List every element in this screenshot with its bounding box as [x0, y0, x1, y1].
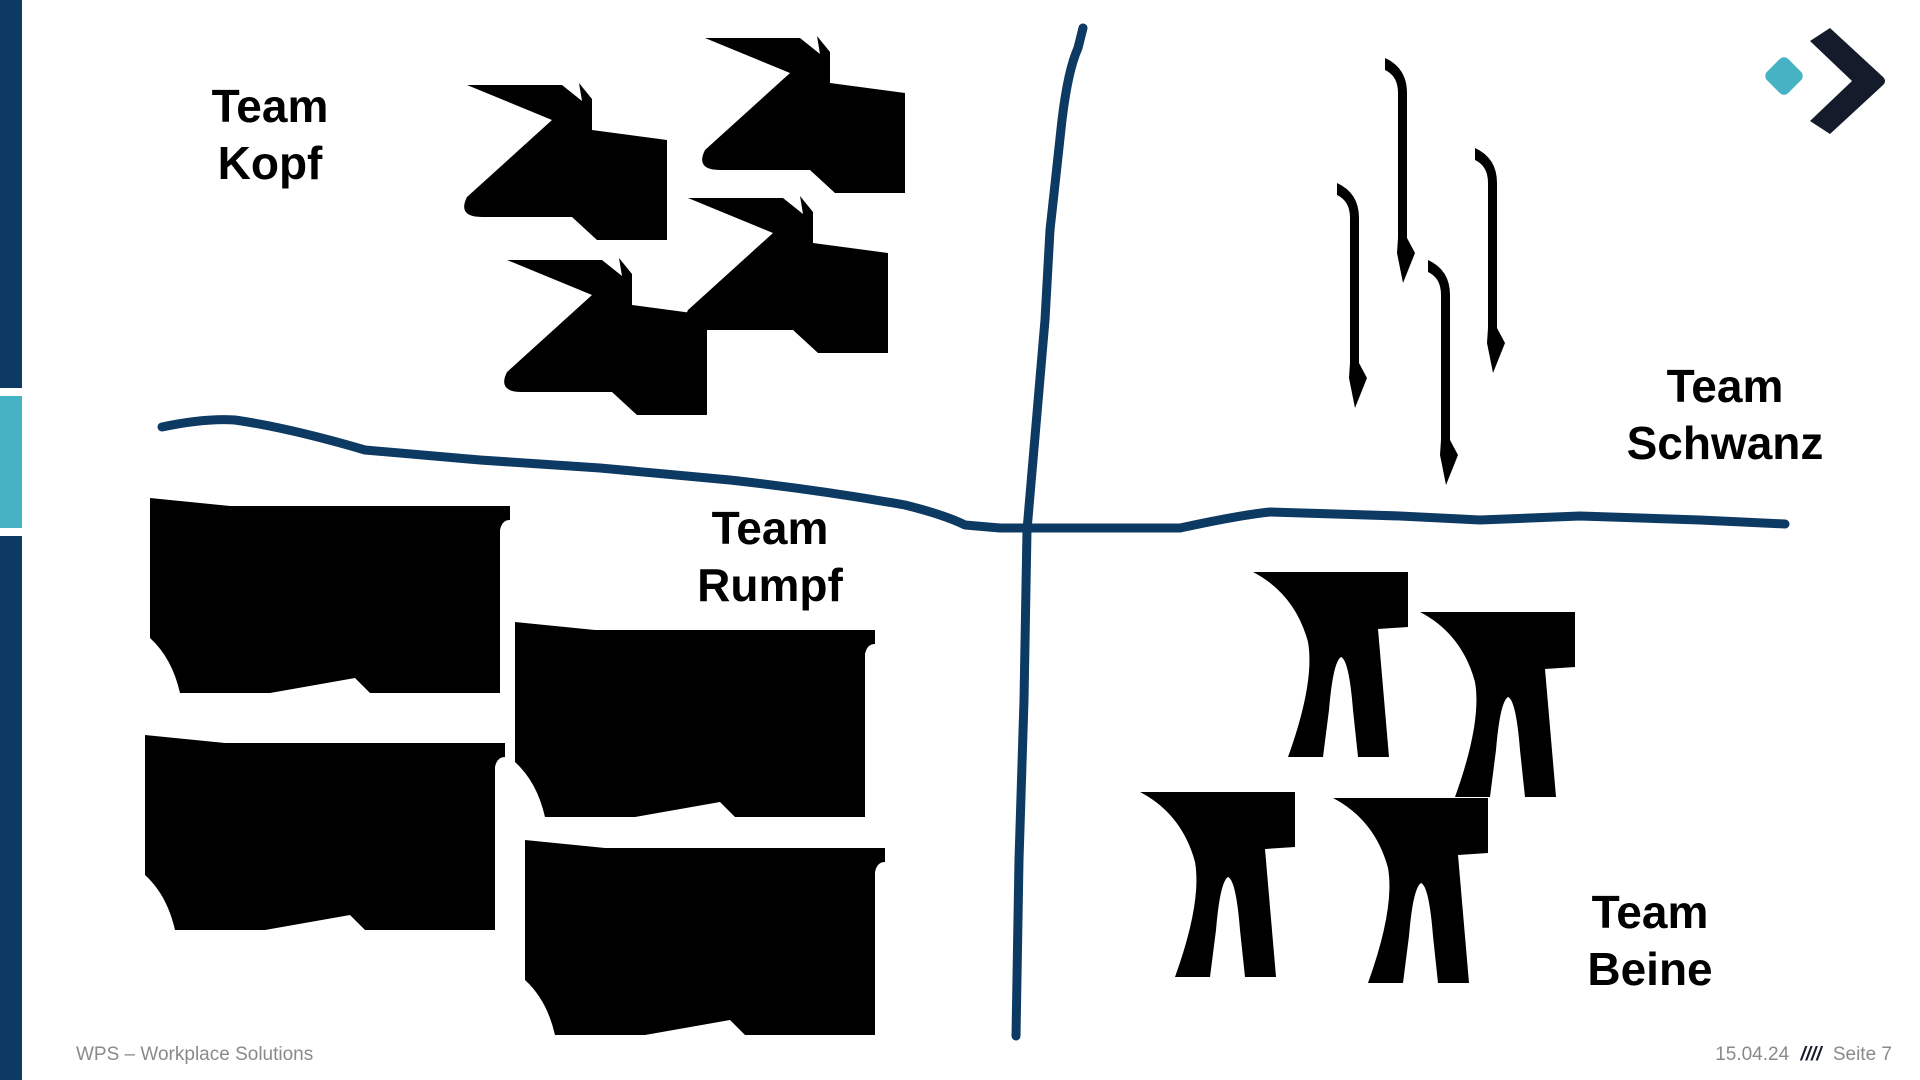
cow-head-icon: [702, 36, 905, 193]
side-bar-bottom: [0, 536, 22, 1080]
cow-tails: [1337, 58, 1505, 485]
cow-head-icon: [685, 196, 888, 353]
cow-body-icon: [145, 735, 505, 930]
team-rumpf-line1: Team: [711, 502, 829, 554]
team-rumpf-line2: Rumpf: [697, 559, 843, 611]
team-beine-label: Team Beine: [1545, 884, 1755, 998]
team-schwanz-line1: Team: [1666, 360, 1784, 412]
team-kopf-line1: Team: [211, 80, 329, 132]
team-schwanz-label: Team Schwanz: [1595, 358, 1855, 472]
cow-tail-icon: [1385, 58, 1415, 283]
cow-legs-icon: [1420, 612, 1575, 797]
footer-meta: 15.04.24 //// Seite 7: [1709, 1044, 1892, 1066]
cow-body-icon: [525, 840, 885, 1035]
team-kopf-label: Team Kopf: [170, 78, 370, 192]
cow-legs-icon: [1140, 792, 1295, 977]
footer-page-number: Seite 7: [1832, 1044, 1892, 1065]
cow-tail-icon: [1428, 260, 1458, 485]
cow-tail-icon: [1475, 148, 1505, 373]
cow-legs-group: [1140, 572, 1575, 983]
cow-body-icon: [515, 622, 875, 817]
cow-tail-icon: [1337, 183, 1367, 408]
cow-legs-icon: [1253, 572, 1408, 757]
side-bar-top: [0, 0, 22, 388]
horizontal-divider: [157, 415, 1790, 533]
footer-company: WPS – Workplace Solutions: [76, 1044, 314, 1065]
footer-separator: ////: [1800, 1044, 1822, 1065]
cow-legs-icon: [1333, 798, 1488, 983]
team-rumpf-label: Team Rumpf: [655, 500, 885, 614]
team-beine-line2: Beine: [1587, 943, 1713, 995]
team-schwanz-line2: Schwanz: [1626, 417, 1824, 469]
team-kopf-line2: Kopf: [217, 137, 323, 189]
team-beine-line1: Team: [1591, 886, 1709, 938]
wps-logo-icon: [1765, 28, 1885, 134]
cow-body-icon: [150, 498, 510, 693]
cow-head-icon: [464, 83, 667, 240]
cow-head-icon: [504, 258, 707, 415]
footer-date: 15.04.24: [1715, 1044, 1790, 1065]
side-bar-accent: [0, 396, 22, 528]
cow-heads: [464, 36, 905, 415]
